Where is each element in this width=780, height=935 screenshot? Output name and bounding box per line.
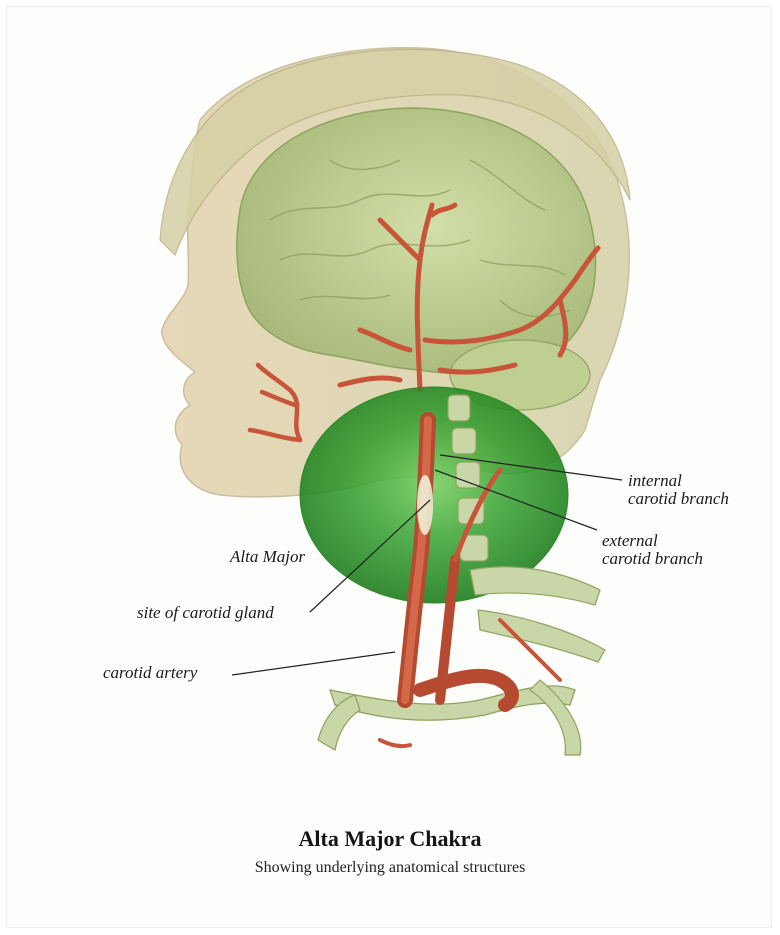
caption-subtitle: Showing underlying anatomical structures: [0, 859, 780, 877]
label-internal-line2: carotid branch: [628, 490, 729, 508]
caption-title: Alta Major Chakra: [0, 826, 780, 852]
label-carotid-gland: site of carotid gland: [137, 604, 274, 622]
label-external-carotid: external carotid branch: [602, 532, 703, 568]
label-carotid-artery: carotid artery: [103, 664, 197, 682]
label-alta-major: Alta Major: [230, 548, 305, 566]
label-external-line1: external: [602, 532, 703, 550]
label-internal-line1: internal: [628, 472, 729, 490]
anatomy-illustration: [0, 0, 780, 820]
label-external-line2: carotid branch: [602, 550, 703, 568]
label-internal-carotid: internal carotid branch: [628, 472, 729, 508]
